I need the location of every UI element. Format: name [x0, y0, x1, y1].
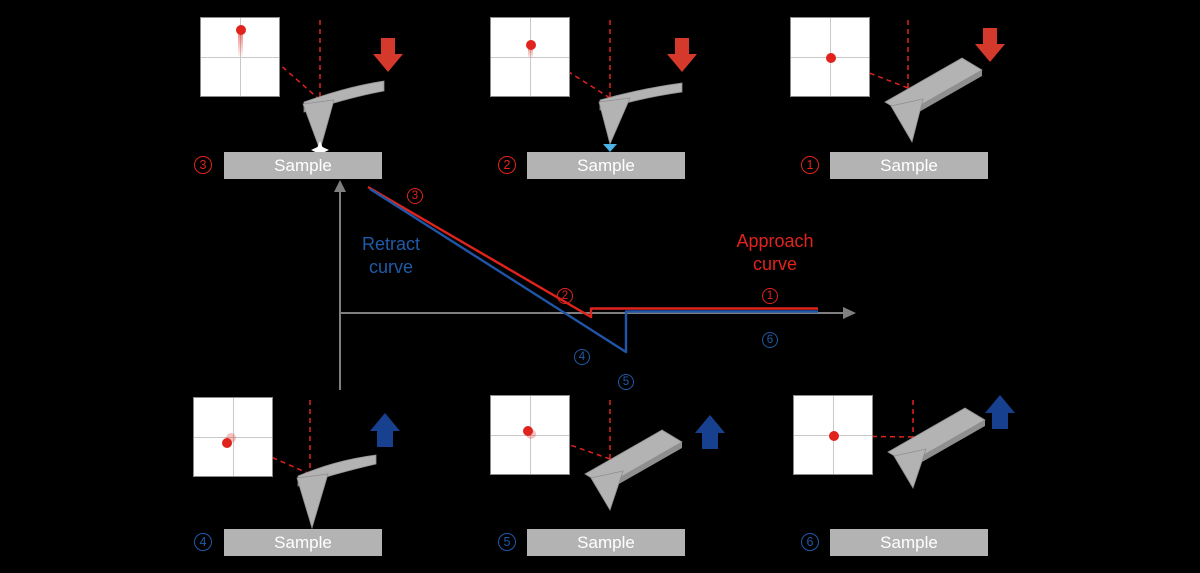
- y-axis-arrowhead-icon: [334, 180, 346, 192]
- contact-flash-icon: [311, 141, 329, 159]
- retract-curve-label-line1: Retract: [361, 234, 421, 254]
- sample-bar-panel5: Sample: [527, 529, 685, 556]
- tip-panel3: [302, 99, 335, 152]
- laser-spot-trail: [226, 433, 236, 443]
- sample-bar-panel6: Sample: [830, 529, 988, 556]
- retract-arrow-icon-panel6: [985, 395, 1015, 429]
- x-axis-arrowhead-icon: [843, 307, 856, 319]
- panel-number-1: 1: [801, 156, 819, 174]
- panel-number-6: 6: [801, 533, 819, 551]
- approach-curve-label-line2: curve: [752, 254, 797, 274]
- sample-bar-panel4: Sample: [224, 529, 382, 556]
- photodetector-panel4: [193, 397, 273, 477]
- plot-axes: [334, 180, 856, 390]
- direction-arrows: [370, 28, 1015, 449]
- photodetector-panel2: [490, 17, 570, 97]
- cantilever-panel6-icon: [887, 407, 986, 489]
- panel-number-5: 5: [498, 533, 516, 551]
- laser-spot: [829, 431, 839, 441]
- approach-curve-label: Approach curve: [705, 230, 845, 276]
- cantilever-panel3-icon: [302, 80, 385, 159]
- sample-label: Sample: [577, 532, 635, 552]
- curve-stage-marker-3: 3: [407, 188, 423, 204]
- panel-number-2: 2: [498, 156, 516, 174]
- sample-bar-panel2: Sample: [527, 152, 685, 179]
- tip-panel5: [590, 470, 624, 511]
- approach-curve-line: [367, 185, 818, 319]
- laser-spot: [826, 53, 836, 63]
- approach-arrow-icon-panel2: [667, 38, 697, 72]
- approach-arrow-icon-panel3: [373, 38, 403, 72]
- curve-stage-marker-4: 4: [574, 349, 590, 365]
- force-curves: [367, 185, 818, 354]
- cantilever-panel1-icon: [884, 57, 983, 144]
- laser-spot: [222, 438, 232, 448]
- retract-curve-label-line2: curve: [368, 257, 413, 277]
- curve-stage-marker-1: 1: [762, 288, 778, 304]
- cantilevers: [296, 57, 986, 530]
- sample-bar-panel3: Sample: [224, 152, 382, 179]
- sample-label: Sample: [880, 532, 938, 552]
- tip-panel1: [890, 98, 924, 144]
- approach-curve-label-line1: Approach: [736, 231, 814, 251]
- cantilever-panel5-icon: [584, 429, 683, 511]
- panel-number-4: 4: [194, 533, 212, 551]
- tip-panel6: [893, 448, 927, 489]
- tip-panel2: [598, 97, 631, 146]
- sample-bar-panel1: Sample: [830, 152, 988, 179]
- laser-spot-trail: [528, 46, 533, 59]
- laser-spot: [526, 40, 536, 50]
- sample-label: Sample: [274, 532, 332, 552]
- curve-stage-marker-6: 6: [762, 332, 778, 348]
- laser-spot: [523, 426, 533, 436]
- retract-arrow-icon-panel4: [370, 413, 400, 447]
- retract-arrow-icon-panel5: [695, 415, 725, 449]
- tip-panel4: [296, 473, 329, 530]
- sample-label: Sample: [577, 155, 635, 175]
- photodetector-panel3: [200, 17, 280, 97]
- cantilever-panel4-icon: [296, 454, 377, 530]
- approach-arrow-icon-panel1: [975, 28, 1005, 62]
- panel-number-3: 3: [194, 156, 212, 174]
- retract-curve-label: Retract curve: [331, 233, 451, 279]
- sample-label: Sample: [880, 155, 938, 175]
- photodetector-panel5: [490, 395, 570, 475]
- photodetector-panel6: [793, 395, 873, 475]
- curve-stage-marker-5: 5: [618, 374, 634, 390]
- curve-stage-marker-2: 2: [557, 288, 573, 304]
- cantilever-panel2-icon: [598, 82, 683, 152]
- laser-spot: [236, 25, 246, 35]
- photodetector-panel1: [790, 17, 870, 97]
- laser-spot-trail: [238, 32, 243, 58]
- sample-label: Sample: [274, 155, 332, 175]
- meniscus-icon: [603, 144, 617, 152]
- retract-curve-line: [369, 187, 818, 354]
